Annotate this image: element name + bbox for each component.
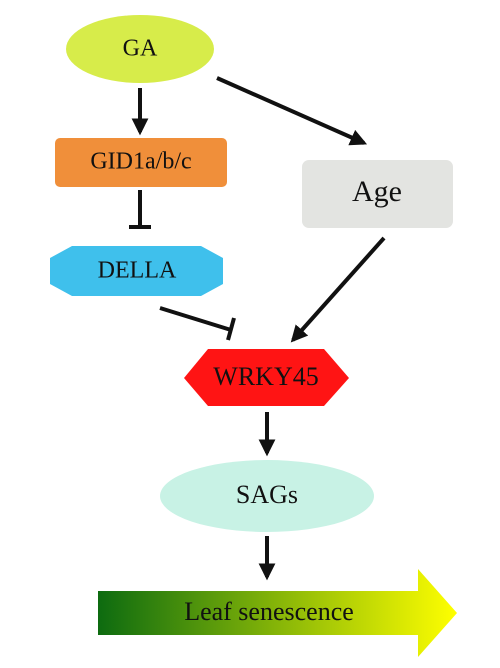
node-della: DELLA <box>50 246 223 296</box>
node-age-label: Age <box>352 175 402 208</box>
inhibition-gid1-to-della <box>129 190 151 229</box>
node-leaf-senescence: Leaf senescence <box>98 569 457 657</box>
arrow-age-to-wrky45 <box>290 236 386 343</box>
edges <box>129 76 386 581</box>
inhibition-della-to-wrky45 <box>159 306 236 341</box>
node-ga-label: GA <box>123 36 158 62</box>
node-leaf-senescence-label: Leaf senescence <box>184 597 354 626</box>
node-gid1: GID1a/b/c <box>55 138 227 187</box>
node-della-label: DELLA <box>98 258 177 284</box>
node-gid1-label: GID1a/b/c <box>90 149 191 175</box>
node-age: Age <box>302 160 453 228</box>
arrow-ga-to-age <box>216 76 368 146</box>
node-wrky45-label: WRKY45 <box>213 362 318 391</box>
node-sags: SAGs <box>160 460 374 532</box>
node-wrky45: WRKY45 <box>184 349 349 406</box>
node-ga: GA <box>66 15 214 83</box>
node-sags-label: SAGs <box>236 480 298 509</box>
